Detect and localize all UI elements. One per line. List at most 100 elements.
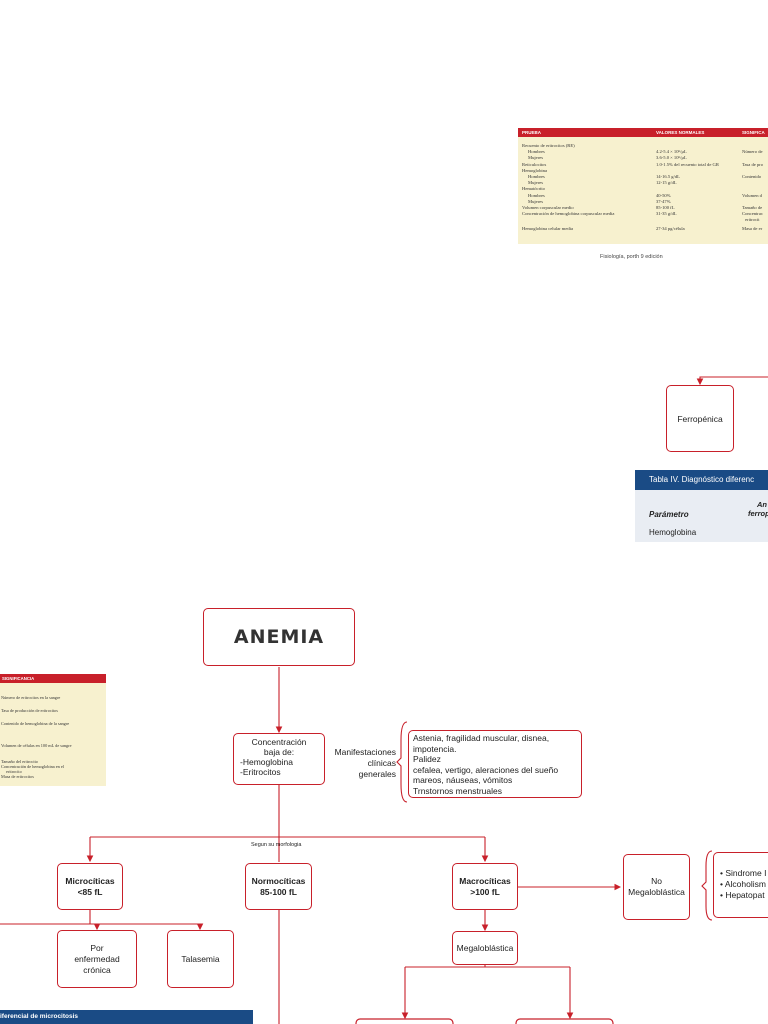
talasemia-box: Talasemia bbox=[167, 930, 234, 988]
cell-test: Reticulocitos bbox=[522, 161, 547, 167]
cause-item: • Hepatopat bbox=[720, 890, 765, 900]
sig-item: eritrocito bbox=[6, 769, 22, 774]
cell-test: Recuento de eritrocitos (RE) bbox=[522, 143, 575, 148]
table-row: Recuento de eritrocitos (RE) bbox=[518, 143, 768, 148]
cell-test: Hombres bbox=[528, 149, 545, 155]
concentracion-box: Concentración baja de: -Hemoglobina -Eri… bbox=[233, 733, 325, 785]
no-megaloblastica-causes-box: • Sindrome I • Alcoholism • Hepatopat bbox=[713, 852, 768, 918]
no-megaloblastica-box: No Megaloblástica bbox=[623, 854, 690, 920]
cell-value: 3.6-5.0 × 10⁶/µL bbox=[656, 155, 687, 161]
macrociticas-box: Macrocíticas >100 fL bbox=[452, 863, 518, 910]
microciticas-range: <85 fL bbox=[77, 886, 103, 897]
cell-significance: eritrocit bbox=[745, 217, 760, 223]
symptom-item: Palidez bbox=[413, 754, 441, 764]
symptom-item: Astenia, fragilidad muscular, disnea, bbox=[413, 733, 550, 743]
manifestaciones-line: generales bbox=[358, 769, 396, 779]
cell-significance: Concentrac bbox=[742, 211, 763, 217]
anemia-title: ANEMIA bbox=[233, 626, 325, 648]
microcitosis-table-header: iferencial de microcitosis bbox=[0, 1010, 253, 1024]
cell-significance: Tasa de pro bbox=[742, 161, 764, 167]
cell-value: 12-15 g/dL bbox=[656, 180, 677, 186]
sig-item: Tasa de producción de eritrocitos bbox=[1, 708, 58, 713]
no-megaloblastica-line: No bbox=[651, 876, 662, 886]
cell-test: Concentración de hemoglobina corpuscular… bbox=[522, 211, 615, 217]
header-valores: VALORES NORMALES bbox=[656, 130, 705, 135]
symptom-item: Trnstornos menstruales bbox=[413, 785, 502, 796]
cause-item: • Sindrome I bbox=[720, 868, 767, 878]
cell-test: Hombres bbox=[528, 192, 545, 198]
ferropenica-box: Ferropénica bbox=[666, 385, 734, 452]
cell-test: Hemoglobina bbox=[522, 167, 548, 173]
cell-significance: Volumen d bbox=[742, 192, 762, 198]
cell-significance: Número de bbox=[742, 149, 763, 155]
tabla-iv-param: Parámetro bbox=[649, 510, 689, 519]
cell-value: 4.2-5.4 × 10⁶/µL bbox=[656, 149, 687, 155]
table-header: PRUEBA VALORES NORMALES SIGNIFICA bbox=[518, 128, 768, 137]
cell-test: Mujeres bbox=[528, 155, 544, 161]
cell-test: Volumen corpuscular medio bbox=[522, 205, 574, 210]
tabla-iv: Tabla IV. Diagnóstico diferenc An ferrop… bbox=[635, 470, 768, 542]
sig-item: Tamaño del eritrocito bbox=[1, 759, 38, 764]
table-row: Reticulocitos 1.0-1.5% del recuento total… bbox=[518, 162, 768, 167]
concentracion-eritrocitos: -Eritrocitos bbox=[240, 767, 281, 777]
enfermedad-line: crónica bbox=[83, 964, 111, 975]
cell-value: 27-34 pg/célula bbox=[656, 225, 685, 231]
cell-value: 1.0-1.5% del recuento total de GR bbox=[656, 161, 719, 167]
cell-test: Hematócrito bbox=[522, 186, 545, 192]
microciticas-label: Microcíticas bbox=[65, 875, 115, 886]
normociticas-range: 85-100 fL bbox=[260, 886, 297, 897]
symptoms-box: Astenia, fragilidad muscular, disnea, im… bbox=[408, 730, 582, 798]
concentracion-title: Concentración baja de: bbox=[251, 737, 307, 757]
tabla-iv-title: Tabla IV. Diagnóstico diferenc bbox=[635, 470, 768, 490]
megaloblastica-box: Megaloblástica bbox=[452, 931, 518, 965]
sig-item: Número de eritrocitos en la sangre bbox=[1, 695, 61, 700]
cell-test: Mujeres bbox=[528, 198, 544, 204]
no-megaloblastica-line: Megaloblástica bbox=[628, 887, 685, 897]
enfermedad-line: Por bbox=[90, 942, 104, 953]
cause-item: • Alcoholism bbox=[720, 879, 766, 889]
table-row: eritrocit bbox=[518, 217, 768, 222]
concentracion-hemoglobina: -Hemoglobina bbox=[240, 757, 293, 767]
symptom-item: mareos, náuseas, vómitos bbox=[413, 775, 513, 785]
tabla-iv-row-hemoglobina: Hemoglobina bbox=[649, 528, 697, 537]
macrociticas-range: >100 fL bbox=[470, 886, 500, 897]
symptom-item: cefalea, vertigo, aleraciones del sueño bbox=[413, 764, 559, 775]
cell-test: Hombres bbox=[528, 174, 545, 179]
megaloblastica-label: Megaloblástica bbox=[456, 943, 514, 953]
sig-item: Masa de eritrocitos bbox=[1, 774, 34, 779]
cell-value: 85-100 fL bbox=[656, 205, 675, 210]
ferropenica-label: Ferropénica bbox=[677, 413, 723, 424]
table-row: Hombres 4.2-5.4 × 10⁶/µL Número de bbox=[518, 149, 768, 154]
cell-value: 14-16.5 g/dL bbox=[656, 174, 680, 179]
tabla-iv-col-b: ferrop bbox=[748, 509, 768, 518]
manifestaciones-label: Manifestaciones clínicas generales bbox=[330, 747, 396, 780]
sig-item: Contenido de hemoglobina de la sangre bbox=[1, 721, 70, 726]
table-row: Volumen corpuscular medio 85-100 fL Tamaño… bbox=[518, 205, 768, 210]
manifestaciones-line: clínicas bbox=[367, 758, 396, 768]
normociticas-box: Normocíticas 85-100 fL bbox=[245, 863, 312, 910]
table-row: Mujeres 3.6-5.0 × 10⁶/µL bbox=[518, 155, 768, 160]
table-row: Hematócrito bbox=[518, 186, 768, 191]
table-row: Mujeres 37-47% bbox=[518, 199, 768, 204]
cell-significance: Tamaño de bbox=[742, 205, 763, 210]
sig-item: Concentración de hemoglobina en el bbox=[1, 764, 64, 769]
normociticas-label: Normocíticas bbox=[251, 875, 306, 886]
table-row: Concentración de hemoglobina corpuscular… bbox=[518, 211, 768, 216]
cell-significance: Masa de er bbox=[742, 225, 763, 231]
significance-table: SIGNIFICANCIA Número de eritrocitos en l… bbox=[0, 674, 106, 786]
table-caption: Fisiología, porth 9 edición bbox=[600, 254, 663, 260]
sig-item: Volumen de células en 100 mL de sangre bbox=[1, 743, 72, 748]
significance-header: SIGNIFICANCIA bbox=[0, 674, 106, 683]
anemia-box: ANEMIA bbox=[203, 608, 355, 666]
enfermedad-line: enfermedad bbox=[74, 953, 120, 964]
reference-values-table: PRUEBA VALORES NORMALES SIGNIFICA Recuen… bbox=[518, 128, 768, 244]
macrociticas-label: Macrocíticas bbox=[459, 875, 511, 886]
microciticas-box: Microcíticas <85 fL bbox=[57, 863, 123, 910]
talasemia-label: Talasemia bbox=[181, 954, 220, 964]
cell-value: 37-47% bbox=[656, 198, 671, 204]
cell-value: 31-35 g/dL bbox=[656, 211, 677, 217]
